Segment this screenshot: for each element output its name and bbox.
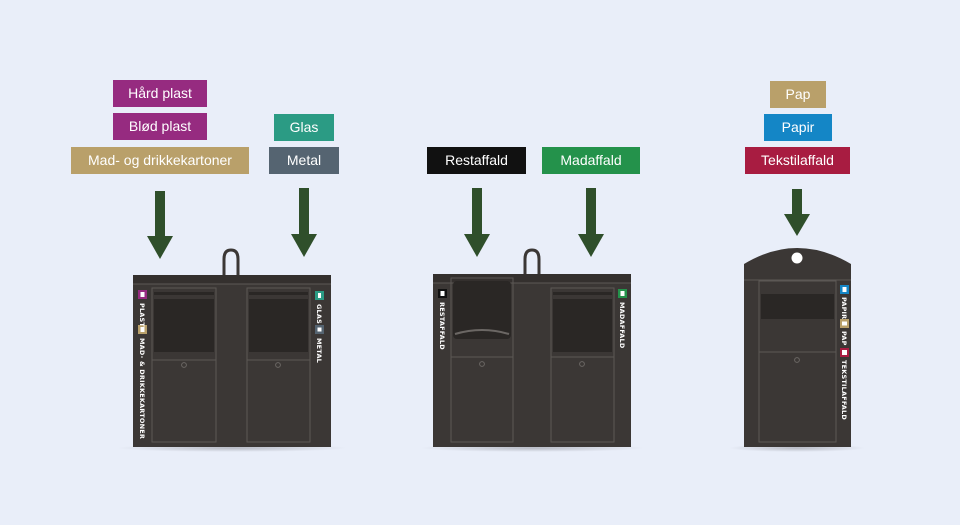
side-label-metal: METAL (315, 338, 323, 363)
side-label-paper: PAPIR (840, 297, 848, 319)
label-glass: Glas (274, 114, 334, 141)
middle-bin: RESTAFFALD MADAFFALD (420, 248, 644, 452)
side-label-residual: RESTAFFALD (438, 302, 446, 350)
side-label-glass: GLAS (315, 304, 323, 324)
arrow-down-icon (291, 188, 317, 257)
arrow-down-icon (147, 191, 173, 259)
arrow-down-icon (578, 188, 604, 257)
label-cardboard: Pap (770, 81, 826, 108)
label-residual-waste: Restaffald (427, 147, 526, 174)
label-textile: Tekstilaffald (745, 147, 850, 174)
side-label-cartons: MAD- & DRIKKEKARTONER (138, 338, 146, 439)
side-label-food: MADAFFALD (618, 302, 626, 349)
side-label-cardboard: PAP (840, 331, 848, 346)
arrow-down-icon (464, 188, 490, 257)
right-bin: PAPIR PAP TEKSTILAFFALD (729, 248, 865, 452)
side-label-textile: TEKSTILAFFALD (840, 360, 848, 420)
label-food-waste: Madaffald (542, 147, 640, 174)
arrow-down-icon (784, 189, 810, 236)
side-label-plastic: PLAST (138, 303, 146, 327)
label-metal: Metal (269, 147, 339, 174)
left-bin: PLAST MAD- & DRIKKEKARTONER GLAS METAL (117, 248, 347, 452)
label-cartons: Mad- og drikkekartoner (71, 147, 249, 174)
label-hard-plastic: Hård plast (113, 80, 207, 107)
label-paper: Papir (764, 114, 832, 141)
label-soft-plastic: Blød plast (113, 113, 207, 140)
